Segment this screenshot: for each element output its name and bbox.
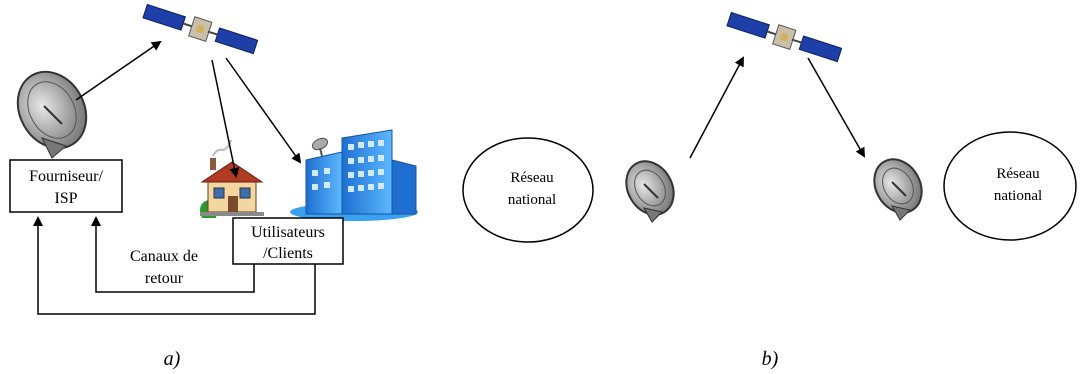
panel-a: Fourniseur/ ISP bbox=[9, 3, 418, 370]
users-label-line2: /Clients bbox=[263, 245, 313, 262]
caption-b: b) bbox=[762, 348, 779, 370]
panel-b: Réseau national Réseau national b) bbox=[462, 11, 1077, 370]
right-network-label-line1: Réseau bbox=[996, 166, 1040, 182]
dish-icon bbox=[16, 70, 88, 159]
house-icon bbox=[200, 139, 264, 218]
dish-icon bbox=[873, 158, 923, 221]
users-label-line1: Utilisateurs bbox=[251, 224, 325, 241]
return-channel-inner bbox=[91, 216, 255, 293]
uplink-arrow bbox=[75, 40, 162, 101]
downlink-house-arrow bbox=[211, 59, 240, 178]
provider-box bbox=[9, 159, 123, 213]
return-channel-outer bbox=[33, 216, 316, 315]
satellite-icon bbox=[142, 3, 259, 55]
downlink-building-arrow bbox=[225, 57, 302, 164]
right-network-ellipse bbox=[943, 131, 1077, 241]
right-network-label-line2: national bbox=[994, 188, 1042, 204]
users-box bbox=[232, 217, 344, 265]
left-network-ellipse bbox=[462, 137, 594, 243]
satellite-icon bbox=[726, 11, 843, 63]
provider-label-line1: Fourniseur/ bbox=[29, 168, 103, 185]
caption-a: a) bbox=[164, 348, 181, 370]
left-network-label-line2: national bbox=[508, 192, 556, 208]
provider-label-line2: ISP bbox=[54, 190, 77, 207]
return-channel-label-line2: retour bbox=[145, 270, 184, 287]
left-network-label-line1: Réseau bbox=[510, 170, 554, 186]
building-icon bbox=[290, 129, 418, 221]
dish-icon bbox=[625, 160, 675, 223]
downlink-arrow bbox=[807, 57, 865, 158]
uplink-arrow bbox=[689, 56, 744, 159]
return-channel-label-line1: Canaux de bbox=[130, 248, 198, 265]
